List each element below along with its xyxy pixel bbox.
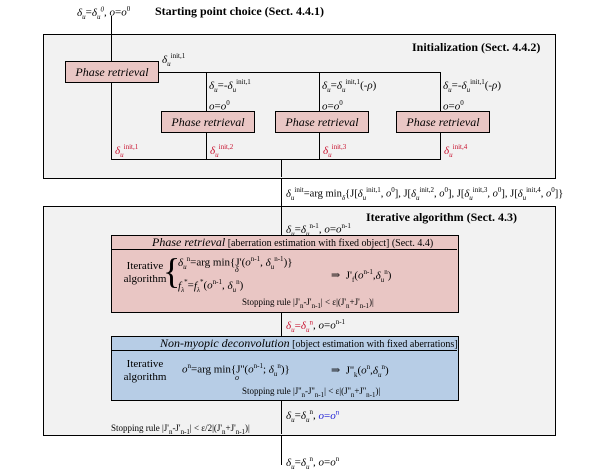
final-expression: δu=δun, o=on	[286, 455, 340, 471]
mid-expression: δu=δun, o=on-1	[286, 318, 346, 334]
phase-stop-rule: Stopping rule |J'n-J'n-1| < ε|(J'n+J'n-1…	[242, 297, 374, 310]
init-top-bus-overlay	[111, 72, 441, 73]
init-bottom-bus-overlay	[111, 159, 441, 160]
init-title: Initialization (Sect. 4.4.2)	[412, 40, 541, 54]
phase-eq1-sub: δ	[235, 265, 239, 274]
branch2-expr: δu=-δuinit,1 o=o0	[209, 78, 251, 113]
phase-retrieval-title: Phase retrieval [aberration estimation w…	[152, 235, 434, 249]
final-line	[281, 429, 282, 465]
deconv-iter-label: Iterative algorithm	[123, 358, 167, 383]
phase-retrieval-box-1: Phase retrieval	[65, 61, 159, 83]
out2-expr: δuinit,2	[210, 143, 234, 159]
start-title: Starting point choice (Sect. 4.4.1)	[155, 4, 324, 18]
phase-retrieval-box-3: Phase retrieval	[275, 111, 369, 133]
branch1-expr: δuinit,1	[162, 52, 186, 68]
selection-expression: δuinit=arg minδ{J[δuinit,1, o0], J[δuini…	[286, 186, 564, 202]
exit-expression: δu=δun, o=on	[286, 408, 340, 424]
branch3-expr: δu=δuinit,1(-ρ) o=o0	[322, 78, 377, 113]
deconvolution-header	[111, 336, 457, 351]
init-trunk-overlay	[111, 35, 112, 159]
deconv-eq: on=arg min{J''(on-1; δun)}	[182, 362, 290, 378]
deconvolution-title: Non-myopic deconvolution [object estimat…	[160, 336, 458, 350]
start-expression: δu=δu0, o=o0	[77, 5, 131, 21]
phase-retrieval-box-4: Phase retrieval	[396, 111, 490, 133]
init-exit-line	[281, 159, 282, 230]
deconv-stop-rule: Stopping rule |J''n-J''n-1| < ε|(J''n+J'…	[242, 386, 381, 399]
iter-title: Iterative algorithm (Sect. 4.3)	[366, 210, 517, 224]
init-panel	[43, 34, 556, 179]
phase-eq1: δun=arg min{J'(on-1, δun-1)}	[178, 255, 293, 271]
init-exit-overlay	[281, 159, 282, 177]
phase-brace: {	[163, 251, 181, 291]
out1-expr: δuinit,1	[115, 143, 139, 159]
phase-retrieval-box-2: Phase retrieval	[161, 111, 255, 133]
phase-iter-label: Iterative algorithm	[123, 260, 167, 285]
iter-mid-overlay	[281, 312, 282, 337]
phase-retrieval-block	[111, 235, 459, 313]
deconv-rhs: ⇒ J''k(on,δun)	[331, 363, 389, 379]
out3-expr: δuinit,3	[323, 143, 347, 159]
outer-stop-rule: Stopping rule |J'n-J'n-1| < ε/2|(J'n+J'n…	[111, 423, 250, 436]
main-flow-line	[111, 16, 112, 34]
iter-exit-overlay	[281, 399, 282, 434]
phase-eq2: fλ*=fλ*(on-1, δun)	[178, 278, 244, 294]
deconvolution-block	[111, 336, 459, 401]
phase-retrieval-header	[111, 235, 457, 250]
out4-expr: δuinit,4	[444, 143, 468, 159]
phase-rhs: ⇒ J'f(on-1,δun)	[331, 268, 392, 284]
branch4-expr: δu=-δuinit,1(-ρ) o=o0	[443, 78, 501, 113]
iter-entry-expr: δu=δun-1, o=on-1	[286, 222, 351, 238]
deconv-eq-sub: o	[235, 373, 239, 382]
iter-entry-overlay	[281, 206, 282, 235]
